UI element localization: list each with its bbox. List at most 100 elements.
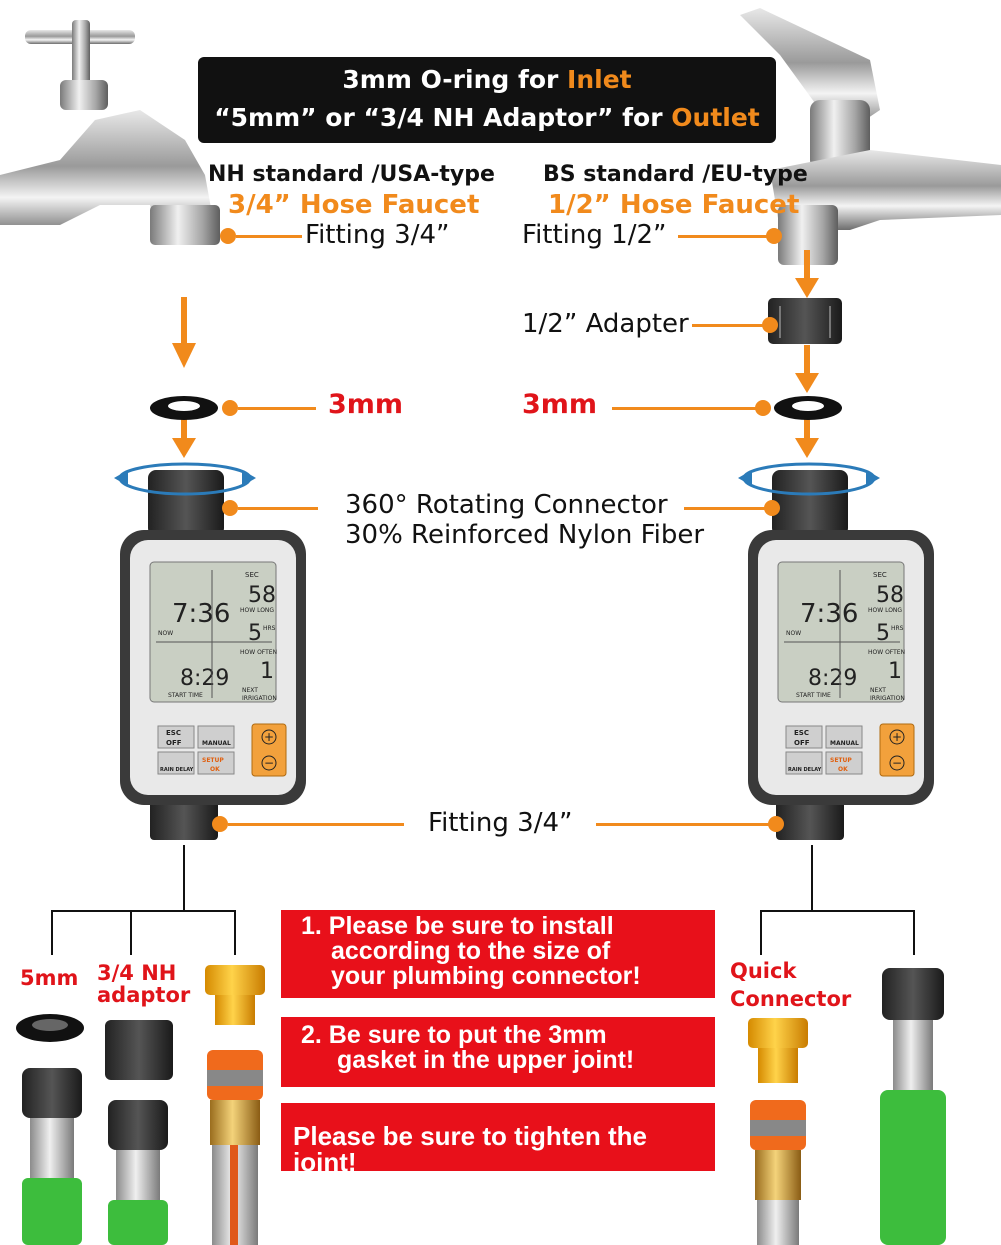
left-gasket-size-label: 3mm [328, 389, 404, 420]
right-gasket-leader [612, 407, 758, 410]
left-outlet-marker [212, 816, 228, 832]
left-branch-stem [183, 845, 185, 911]
left-lcd-next-label-2: IRRIGATION [242, 695, 277, 702]
right-manual-label: MANUAL [830, 740, 859, 747]
left-branch-5mm [51, 910, 53, 955]
right-outlet-marker [768, 816, 784, 832]
half-inch-adapter-image [768, 298, 842, 344]
right-branch-bar [760, 910, 915, 912]
left-fitting-label: Fitting 3/4” [305, 220, 450, 250]
note-1-line-1: 1. Please be sure to install [301, 912, 614, 940]
right-gasket-marker [755, 400, 771, 416]
right-lcd-hrs-label: HRS [891, 625, 904, 632]
right-plus-minus-pad[interactable] [879, 723, 915, 777]
right-minus-label: − [892, 756, 902, 770]
five-mm-option-label: 5mm [20, 966, 79, 990]
right-adapter-label: 1/2” Adapter [522, 309, 689, 339]
right-rain-delay-button[interactable] [785, 751, 823, 775]
nh-adaptor-image [105, 1020, 173, 1080]
right-arrow-down-icon-3 [795, 418, 819, 458]
left-setup-ok-button[interactable] [197, 751, 235, 775]
note-2-line-1: 2. Be sure to put the 3mm [301, 1021, 607, 1049]
instruction-banner: 3mm O-ring for Inlet “5mm” or “3/4 NH Ad… [198, 57, 776, 143]
left-lcd-next-label-1: NEXT [242, 687, 258, 694]
left-esc-off-button[interactable] [157, 725, 195, 749]
right-connector-leader [684, 507, 768, 510]
right-lcd-next-label-1: NEXT [870, 687, 886, 694]
banner-line-1: 3mm O-ring for Inlet [198, 65, 776, 94]
left-plus-label: + [264, 730, 274, 744]
quick-connector-line-2: Connector [730, 987, 852, 1012]
note-2-box: 2. Be sure to put the 3mm gasket in the … [281, 1017, 715, 1087]
nh-adaptor-option-label: 3/4 NH adaptor [97, 962, 190, 1006]
left-hose-image-1 [22, 1068, 82, 1245]
left-gasket-leader [238, 407, 316, 410]
left-rain-delay-label: RAIN DELAY [160, 767, 194, 773]
left-lcd-sec-value: 58 [248, 583, 276, 608]
banner-outlet-highlight: Outlet [671, 103, 760, 132]
note-2-line-2: gasket in the upper joint! [337, 1046, 635, 1074]
connector-label-line-1: 360° Rotating Connector [345, 490, 668, 520]
left-off-label: OFF [166, 739, 182, 747]
right-branch-quick [760, 910, 762, 955]
right-outlet-fitting-image [776, 800, 844, 840]
right-branch-stem [811, 845, 813, 911]
right-esc-off-button[interactable] [785, 725, 823, 749]
left-rain-delay-button[interactable] [157, 751, 195, 775]
left-lcd-next-value: 1 [260, 659, 274, 684]
nh-adaptor-line-1: 3/4 NH [97, 961, 177, 985]
quick-connector-left-image [205, 965, 265, 1245]
left-hose-image-2 [108, 1100, 168, 1245]
left-esc-label: ESC [166, 729, 181, 737]
right-lcd-start-value: 8:29 [808, 666, 857, 691]
left-connector-marker [222, 500, 238, 516]
left-outlet-leader [228, 823, 404, 826]
banner-line-1-text: 3mm O-ring for [342, 65, 568, 94]
banner-line-2: “5mm” or “3/4 NH Adaptor” for Outlet [198, 103, 776, 132]
note-3-text: Please be sure to tighten the joint! [293, 1121, 647, 1177]
note-1-box: 1. Please be sure to install according t… [281, 910, 715, 998]
right-setup-ok-button[interactable] [825, 751, 863, 775]
right-manual-button[interactable] [825, 725, 863, 749]
left-setup-label: SETUP [202, 757, 224, 764]
left-lcd-hrs-value: 5 [248, 621, 262, 646]
right-lcd-start-label: START TIME [796, 692, 831, 699]
right-lcd-time: 7:36 [800, 599, 858, 629]
banner-line-2-text: “5mm” or “3/4 NH Adaptor” for [214, 103, 672, 132]
right-arrow-down-icon-1 [795, 250, 819, 298]
right-esc-label: ESC [794, 729, 809, 737]
right-faucet-image [740, 8, 1001, 265]
left-lcd-time: 7:36 [172, 599, 230, 629]
right-outlet-leader [596, 823, 772, 826]
note-1-line-3: your plumbing connector! [331, 962, 641, 990]
left-branch-quick [234, 910, 236, 955]
outlet-fitting-label: Fitting 3/4” [428, 808, 573, 838]
left-plus-minus-pad[interactable] [251, 723, 287, 777]
left-timer-device: SEC 58 HOW LONG 7:36 NOW 5 HRS HOW OFTEN… [120, 530, 306, 805]
right-lcd-next-label-2: IRRIGATION [870, 695, 905, 702]
right-faucet-size-label: 1/2” Hose Faucet [548, 190, 800, 220]
right-lcd-hrs-value: 5 [876, 621, 890, 646]
right-connector-marker [764, 500, 780, 516]
left-connector-leader [238, 507, 318, 510]
right-off-label: OFF [794, 739, 810, 747]
right-adapter-leader [692, 324, 766, 327]
left-gasket-marker [222, 400, 238, 416]
right-arrow-down-icon-2 [795, 345, 819, 393]
left-manual-button[interactable] [197, 725, 235, 749]
left-manual-label: MANUAL [202, 740, 231, 747]
right-lcd-how-long: HOW LONG [868, 607, 902, 614]
left-lcd-how-often: HOW OFTEN [240, 649, 277, 656]
right-hose-image [880, 968, 946, 1245]
left-gasket-image [150, 396, 218, 420]
right-plus-label: + [892, 730, 902, 744]
right-lcd-now: NOW [786, 630, 801, 637]
left-lcd-sec-label: SEC [245, 571, 259, 579]
left-arrow-down-icon [172, 297, 196, 368]
connector-label-line-2: 30% Reinforced Nylon Fiber [345, 520, 705, 550]
quick-connector-line-1: Quick [730, 959, 797, 983]
quick-connector-option-label: Quick Connector [730, 957, 851, 1014]
left-outlet-fitting-image [150, 800, 218, 840]
right-fitting-leader [678, 235, 770, 238]
right-lcd-sec-label: SEC [873, 571, 887, 579]
